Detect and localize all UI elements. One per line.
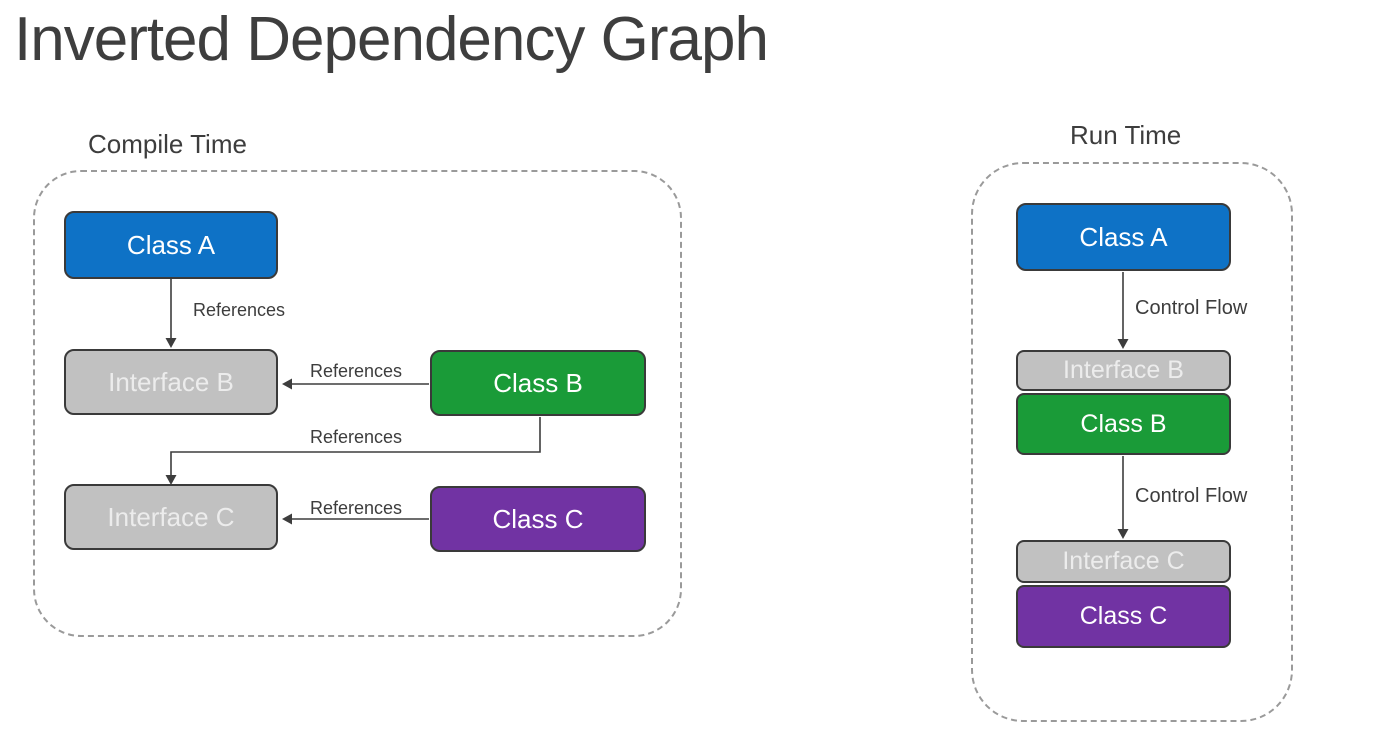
arrowhead-classB-to-interfaceC [165,475,177,485]
arrowhead-classC-to-interfaceC [282,513,292,525]
arrowhead-run-classA-to-interfaceB [1117,339,1129,349]
run-node-interface-b: Interface B [1016,350,1231,391]
run-node-class-a: Class A [1016,203,1231,271]
run-node-class-c: Class C [1016,585,1231,648]
arrowhead-classA-to-interfaceB [165,338,177,348]
edge-label-references-c-to-ic: References [309,498,403,518]
run-time-panel-border [971,162,1293,722]
compile-node-interface-c: Interface C [64,484,278,550]
compile-time-panel-border [33,170,682,637]
compile-node-class-c: Class C [430,486,646,552]
arrowhead-run-classB-to-interfaceC [1117,529,1129,539]
run-node-interface-c: Interface C [1016,540,1231,583]
run-time-panel-title: Run Time [1070,120,1182,150]
run-node-class-b: Class B [1016,393,1231,455]
page-title: Inverted Dependency Graph [14,5,769,74]
edge-label-references-b-to-ib: References [309,361,403,381]
compile-node-interface-b: Interface B [64,349,278,415]
edge-label-references-b-to-ic: References [309,427,403,447]
edge-label-control-flow-a-to-ib: Control Flow [1135,297,1248,319]
arrowhead-classB-to-interfaceB [282,378,292,390]
compile-node-class-b: Class B [430,350,646,416]
edge-label-control-flow-b-to-ic: Control Flow [1135,485,1248,507]
compile-time-panel-title: Compile Time [88,129,247,159]
arrow-classB-to-interfaceC [170,417,541,476]
edge-label-references-a-to-ib: References [193,300,286,320]
compile-node-class-a: Class A [64,211,278,279]
